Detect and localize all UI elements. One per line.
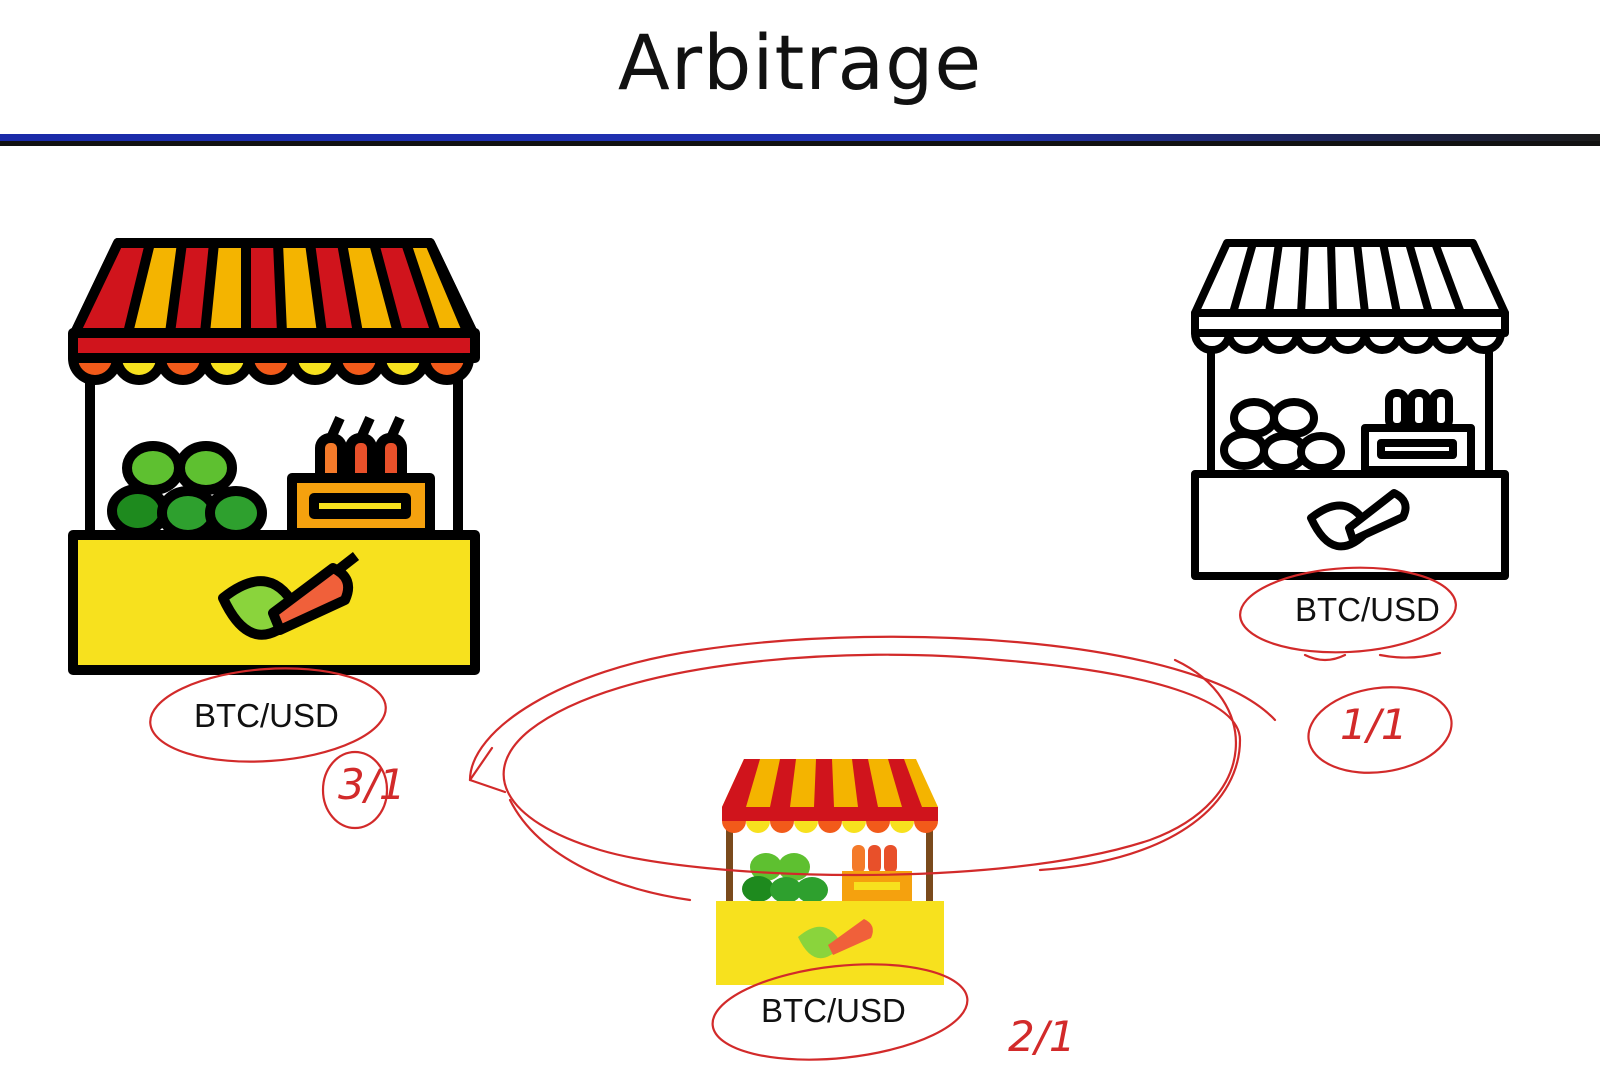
annotation-right-ratio: 1/1 <box>1340 700 1408 749</box>
market-stall-left-icon <box>68 238 480 675</box>
market-label-left: BTC/USD <box>194 697 339 734</box>
annotation-left-ratio: 3/1 <box>338 760 406 809</box>
slide-title: Arbitrage <box>617 18 983 107</box>
market-stall-right-icon <box>1191 239 1509 580</box>
market-label-right: BTC/USD <box>1295 591 1440 628</box>
annotation-bottom-ratio: 2/1 <box>1008 1012 1076 1061</box>
market-label-bottom: BTC/USD <box>761 992 906 1029</box>
title-divider <box>0 134 1600 146</box>
